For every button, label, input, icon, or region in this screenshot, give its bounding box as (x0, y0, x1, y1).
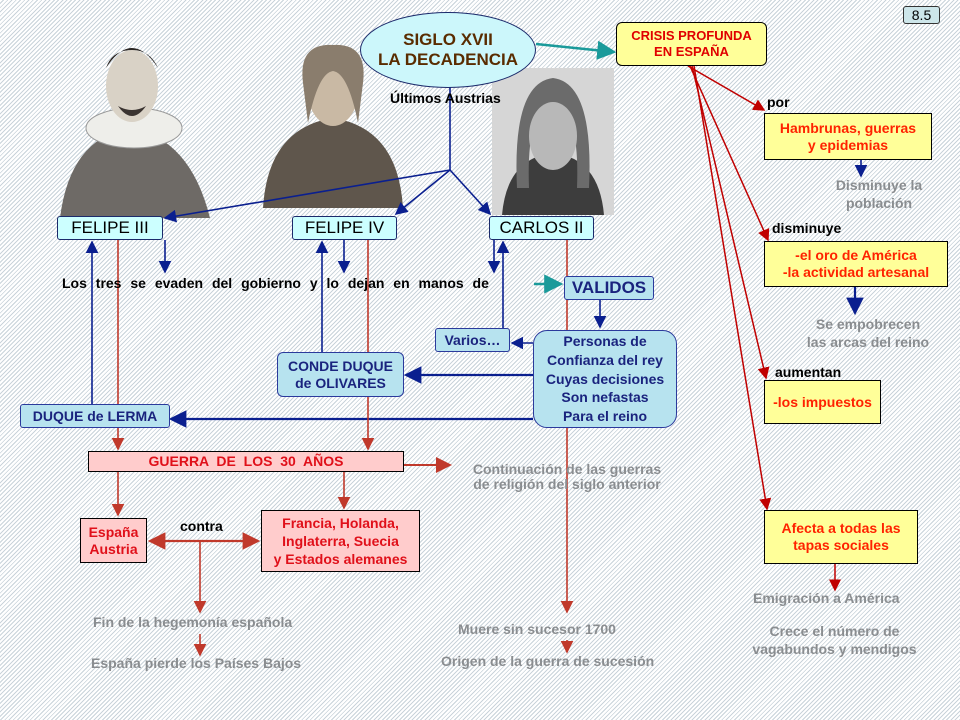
ultimos-austrias-label: Últimos Austrias (390, 90, 501, 106)
portrait-carlos-ii (492, 68, 614, 215)
arcas-line1: Se empobrecen (815, 316, 921, 332)
contra-label: contra (180, 518, 223, 534)
conde-duque-line1: CONDE DUQUE (287, 357, 393, 374)
king-felipe-iii: FELIPE III (57, 216, 163, 240)
conde-duque-box: CONDE DUQUE de OLIVARES (277, 352, 404, 397)
poblacion-text: Disminuye la población (820, 176, 938, 212)
personas-line: Son nefastas (561, 389, 649, 406)
personas-box: Personas de Confianza del rey Cuyas deci… (533, 330, 677, 428)
afecta-line1: Afecta a todas las (781, 520, 901, 537)
duque-lerma-box: DUQUE de LERMA (20, 404, 170, 428)
emigracion-text: Emigración a América (753, 590, 900, 606)
muere-text: Muere sin sucesor 1700 (458, 621, 616, 637)
personas-line: Confianza del rey (547, 351, 663, 368)
conde-duque-line2: de OLIVARES (295, 374, 386, 391)
austria-line: Austria (89, 540, 138, 557)
validos-box: VALIDOS (564, 276, 654, 300)
arcas-text: Se empobrecen las arcas del reino (793, 315, 943, 351)
hambrunas-line2: y epidemias (807, 136, 889, 153)
king-felipe-iv: FELIPE IV (292, 216, 397, 240)
crisis-box: CRISIS PROFUNDA EN ESPAÑA (616, 22, 767, 66)
personas-line: Personas de (563, 332, 647, 349)
guerra-30-anos-box: GUERRA DE LOS 30 AÑOS (88, 451, 404, 472)
hambrunas-line1: Hambrunas, guerras (779, 119, 917, 136)
vagabundos-line1: Crece el número de (769, 623, 900, 639)
disminuye-label: disminuye (772, 220, 842, 236)
aliados-line2: Inglaterra, Suecia (282, 532, 399, 549)
sentence-text: Los tres se evaden del gobierno y lo dej… (62, 275, 489, 291)
personas-line: Cuyas decisiones (545, 370, 665, 387)
continuacion-line1: Continuación de las guerras (472, 461, 662, 477)
oro-line2: -la actividad artesanal (782, 264, 930, 280)
por-label: por (767, 94, 790, 110)
poblacion-line2: población (845, 195, 913, 212)
oro-box: -el oro de América -la actividad artesan… (764, 241, 948, 287)
paises-bajos-text: España pierde los Países Bajos (91, 655, 302, 671)
poblacion-line1: Disminuye la (835, 177, 923, 193)
afecta-line2: tapas sociales (793, 537, 889, 553)
portrait-felipe-iv (263, 44, 403, 208)
title-line2: LA DECADENCIA (377, 50, 519, 69)
aliados-line1: Francia, Holanda, (282, 514, 399, 531)
king-carlos-ii: CARLOS II (489, 216, 594, 240)
aumentan-label: aumentan (775, 364, 842, 380)
espana-austria-box: España Austria (80, 518, 147, 563)
oro-line1: -el oro de América (795, 247, 917, 264)
personas-line: Para el reino (562, 408, 648, 425)
crisis-line1: CRISIS PROFUNDA (631, 28, 752, 44)
varios-box: Varios… (435, 328, 510, 352)
vagabundos-text: Crece el número de vagabundos y mendigos (737, 622, 932, 658)
vagabundos-line2: vagabundos y mendigos (752, 641, 917, 658)
continuacion-text: Continuación de las guerras de religión … (452, 460, 682, 493)
aliados-box: Francia, Holanda, Inglaterra, Suecia y E… (261, 510, 420, 572)
fin-hegemonia-text: Fin de la hegemonía española (93, 614, 293, 630)
afecta-box: Afecta a todas las tapas sociales (764, 510, 918, 564)
impuestos-box: -los impuestos (764, 380, 881, 424)
aliados-line3: y Estados alemanes (273, 551, 408, 568)
title-ellipse: SIGLO XVII LA DECADENCIA (360, 12, 536, 88)
title-line1: SIGLO XVII (403, 29, 493, 49)
crisis-line2: EN ESPAÑA (654, 44, 729, 59)
arcas-line2: las arcas del reino (806, 334, 930, 351)
espana-line: España (88, 523, 139, 540)
hambrunas-box: Hambrunas, guerras y epidemias (764, 113, 932, 160)
origen-text: Origen de la guerra de sucesión (441, 653, 655, 669)
continuacion-line2: de religión del siglo anterior (473, 476, 661, 493)
portrait-felipe-iii (60, 48, 210, 218)
slide-number-badge: 8.5 (903, 6, 940, 24)
